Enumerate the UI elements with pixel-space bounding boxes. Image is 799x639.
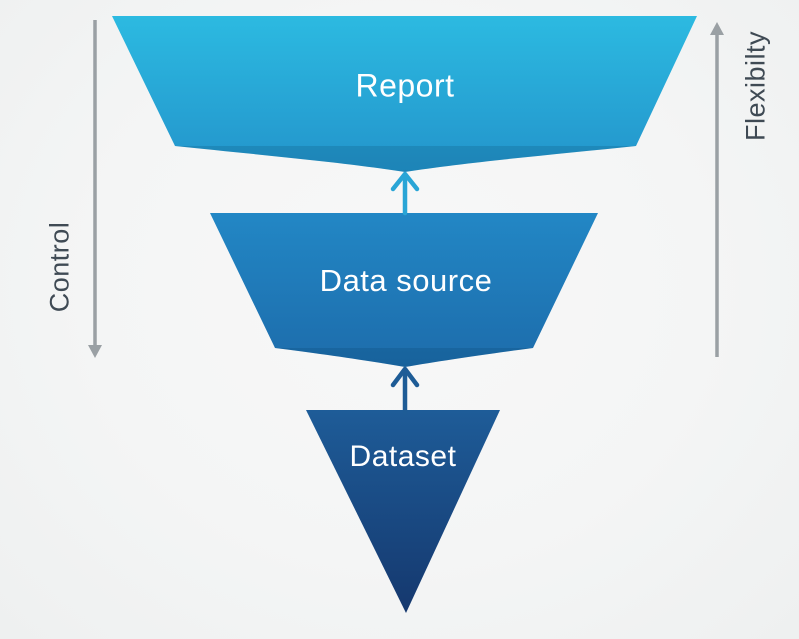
report-layer-label: Report bbox=[355, 67, 455, 104]
flexibility-axis-label: Flexibilty bbox=[740, 30, 771, 142]
dataset-layer-label: Dataset bbox=[349, 440, 457, 473]
control-axis-label: Control bbox=[44, 221, 75, 313]
report-fold-shadow bbox=[175, 146, 636, 172]
report-shape bbox=[112, 16, 697, 172]
datasource-fold-shadow bbox=[275, 348, 533, 367]
flexibility-axis-arrow bbox=[710, 22, 724, 357]
arrow-head-chevron bbox=[390, 171, 420, 192]
flexibility-axis-arrowhead-up bbox=[710, 22, 724, 35]
control-axis-arrow bbox=[88, 20, 102, 358]
dataset-shape bbox=[306, 410, 500, 613]
arrow-head-chevron bbox=[390, 366, 420, 388]
arrow-up-datasource-to-report bbox=[390, 171, 420, 216]
arrow-up-dataset-to-datasource bbox=[390, 366, 420, 416]
datasource-shape bbox=[210, 213, 598, 367]
control-axis-arrowhead-down bbox=[88, 345, 102, 358]
datasource-layer-label: Data source bbox=[319, 263, 493, 298]
